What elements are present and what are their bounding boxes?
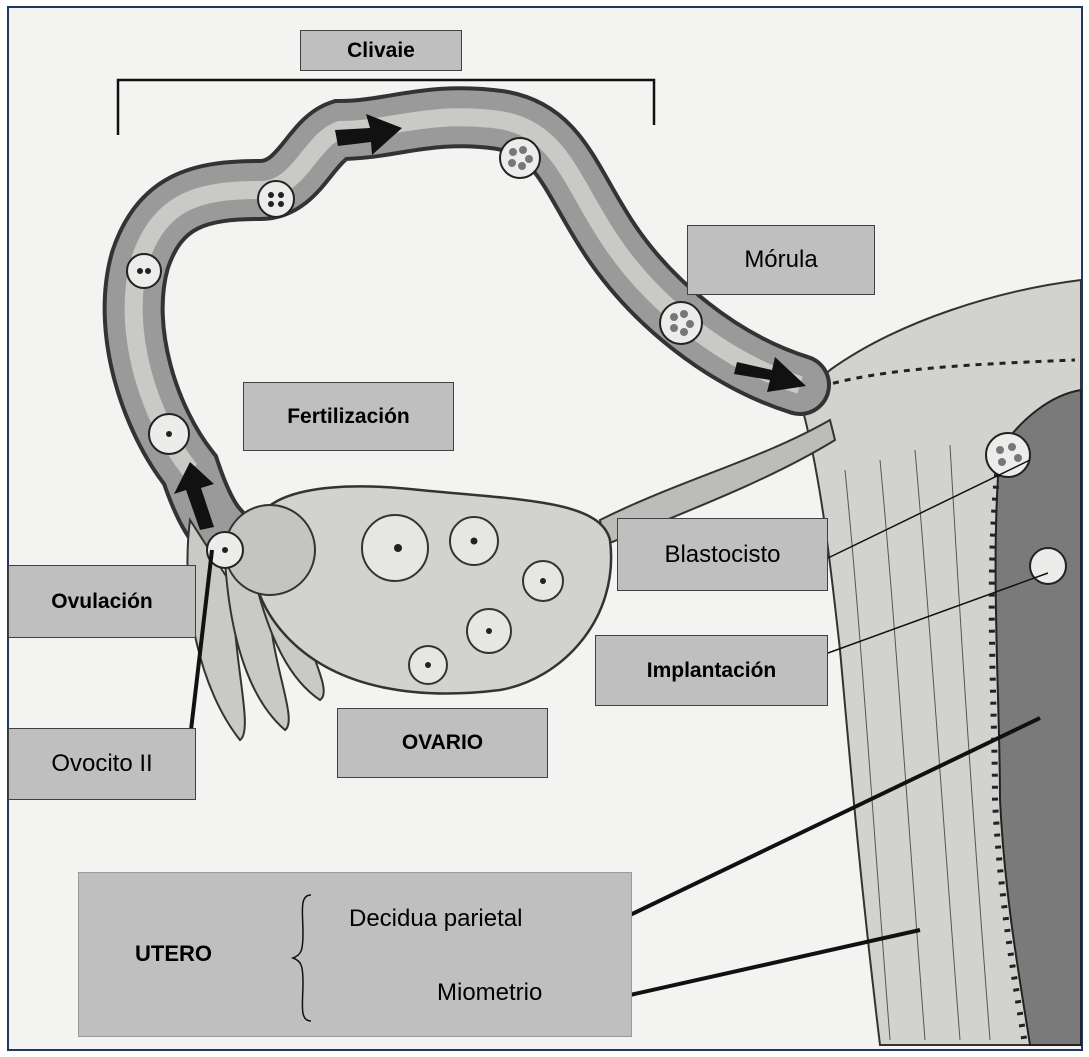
label-ovulacion: Ovulación xyxy=(8,565,196,638)
utero-item-miometrio: Miometrio xyxy=(437,979,542,1007)
utero-item-decidua: Decidua parietal xyxy=(349,905,522,933)
label-blastocisto: Blastocisto xyxy=(617,518,828,591)
label-ovocito: Ovocito II xyxy=(8,728,196,800)
utero-title: UTERO xyxy=(135,941,212,967)
label-morula: Mórula xyxy=(687,225,875,295)
curly-brace xyxy=(291,893,315,1023)
label-clivaje: Clivaie xyxy=(300,30,462,71)
label-implantacion: Implantación xyxy=(595,635,828,706)
label-fertilizacion: Fertilización xyxy=(243,382,454,451)
label-ovario: OVARIO xyxy=(337,708,548,778)
utero-legend: UTERO Decidua parietal Miometrio xyxy=(78,872,632,1037)
